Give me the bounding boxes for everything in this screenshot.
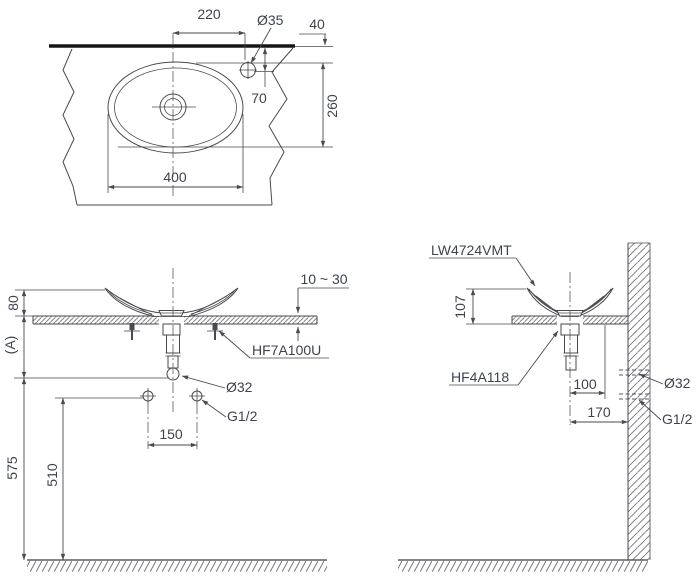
supply-thread-label-side: G1/2 [662,411,693,427]
dim-counter-thickness-label: 10 ~ 30 [300,271,347,287]
supply-thread-label-front: G1/2 [227,408,258,424]
dim-a-label: (A) [2,336,18,355]
drain-fitting-label: HF4A118 [451,369,509,385]
drain-dia-label-side: Ø32 [664,375,691,391]
wall-drain-stub [619,369,649,376]
dim-150-label: 150 [159,426,183,442]
front-view: 150 80 (A) 575 510 10 ~ 30 HF7A100U Ø32 … [2,268,349,572]
dim-40-label: 40 [309,16,325,32]
dim-80-label: 80 [5,295,21,311]
basin-outer-rim [107,61,244,154]
dim-400-label: 400 [163,169,187,185]
mounting-clamp-right [207,323,223,340]
break-line-left [62,48,78,206]
dim-575-label: 575 [4,456,20,480]
break-line-right [268,47,294,206]
faucet-dia-label: Ø35 [257,12,284,28]
floor-hatch-left [27,560,327,572]
dim-220-label: 220 [197,6,221,22]
drain-model-label: HF7A100U [252,342,321,358]
dim-170-label: 170 [587,404,611,420]
drain-dia-label-front: Ø32 [226,379,253,395]
supply-point-right [189,388,205,404]
wall-supply-stub [619,393,649,400]
basin-model-label: LW4724VMT [431,242,512,258]
supply-point-left [140,388,156,404]
dim-100-label: 100 [573,376,597,392]
side-view: 107 LW4724VMT HF4A118 100 170 Ø32 G1/2 [398,242,693,572]
dim-260-label: 260 [324,94,340,118]
dim-510-label: 510 [44,463,60,487]
basin-inner-rim [114,67,237,148]
wall-section [628,243,650,560]
floor-hatch-right [398,560,648,572]
dim-70-label: 70 [251,90,267,106]
plan-view: 220 Ø35 40 70 260 400 [49,6,340,206]
dim-107-label: 107 [452,295,468,319]
mounting-clamp-left [124,323,140,340]
